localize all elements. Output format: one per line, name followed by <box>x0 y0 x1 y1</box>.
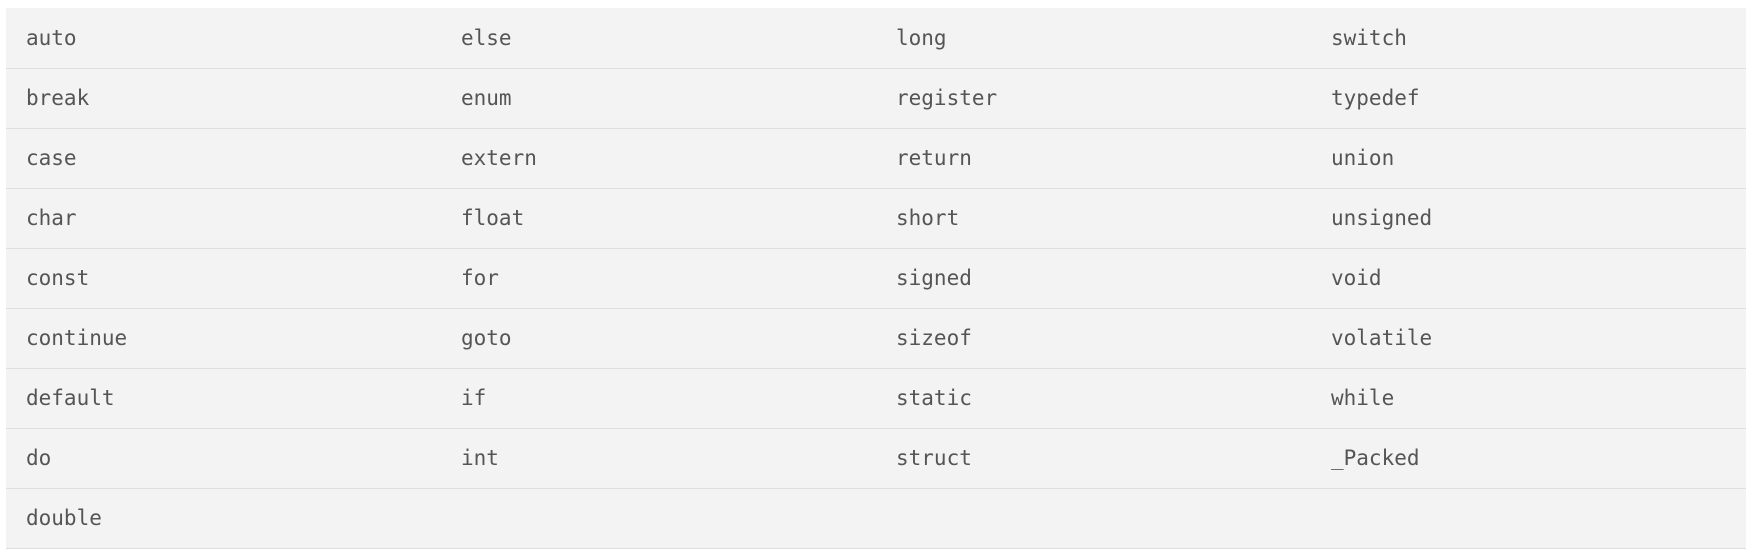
table-cell: for <box>441 248 876 309</box>
table-cell <box>441 488 876 549</box>
table-cell: struct <box>876 428 1311 489</box>
table-row: do int struct _Packed <box>6 428 1746 489</box>
table-cell: signed <box>876 248 1311 309</box>
table-cell: volatile <box>1311 308 1746 369</box>
table-cell: enum <box>441 68 876 129</box>
table-cell: short <box>876 188 1311 249</box>
table-row: break enum register typedef <box>6 68 1746 129</box>
table-cell <box>1311 488 1746 549</box>
table-cell: unsigned <box>1311 188 1746 249</box>
table-cell: long <box>876 8 1311 69</box>
table-cell <box>876 488 1311 549</box>
table-cell: else <box>441 8 876 69</box>
keyword-table: auto else long switch break enum registe… <box>6 8 1746 549</box>
table-row: char float short unsigned <box>6 188 1746 249</box>
table-cell: while <box>1311 368 1746 429</box>
table-cell: void <box>1311 248 1746 309</box>
table-cell: default <box>6 368 441 429</box>
table-row: double <box>6 488 1746 549</box>
table-cell: auto <box>6 8 441 69</box>
table-cell: char <box>6 188 441 249</box>
table-cell: continue <box>6 308 441 369</box>
table-cell: extern <box>441 128 876 189</box>
table-cell: float <box>441 188 876 249</box>
table-cell: double <box>6 488 441 549</box>
table-cell: register <box>876 68 1311 129</box>
table-cell: switch <box>1311 8 1746 69</box>
table-cell: break <box>6 68 441 129</box>
table-cell: case <box>6 128 441 189</box>
table-row: const for signed void <box>6 248 1746 309</box>
table-row: continue goto sizeof volatile <box>6 308 1746 369</box>
table-cell: static <box>876 368 1311 429</box>
table-row: default if static while <box>6 368 1746 429</box>
table-cell: _Packed <box>1311 428 1746 489</box>
table-cell: union <box>1311 128 1746 189</box>
table-cell: return <box>876 128 1311 189</box>
table-cell: sizeof <box>876 308 1311 369</box>
table-row: case extern return union <box>6 128 1746 189</box>
table-row: auto else long switch <box>6 8 1746 69</box>
table-cell: typedef <box>1311 68 1746 129</box>
table-cell: do <box>6 428 441 489</box>
table-cell: if <box>441 368 876 429</box>
table-cell: goto <box>441 308 876 369</box>
table-cell: const <box>6 248 441 309</box>
table-cell: int <box>441 428 876 489</box>
